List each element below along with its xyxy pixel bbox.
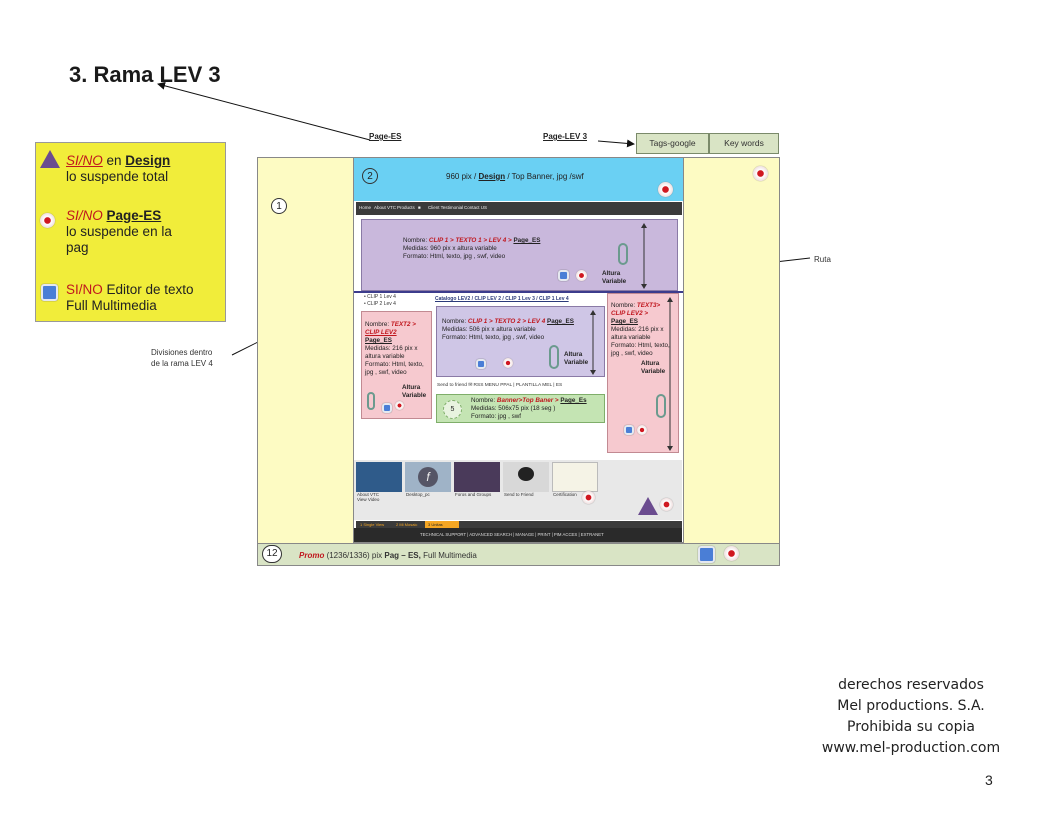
- record-icon[interactable]: [40, 213, 55, 228]
- banner-record-icon[interactable]: [658, 182, 673, 197]
- footer-record-icon[interactable]: [724, 546, 739, 561]
- key-words-button[interactable]: Key words: [709, 133, 779, 154]
- purple-content-box: Nombre: CLIP 1 > TEXTO 1 > LEV 4 > Page_…: [361, 219, 678, 291]
- timer-badge: 5: [443, 400, 462, 419]
- height-arrow-icon: [590, 310, 596, 375]
- mockup-bottom-bar: TECHNICAL SUPPORT | ADVANCED SEARCH | MA…: [354, 528, 682, 542]
- strip-record-icon[interactable]: [582, 491, 595, 504]
- thumbnail-certification[interactable]: [552, 462, 598, 492]
- clip-list: • CLIP 1 Lev 4 • CLIP 2 Lev 4: [364, 294, 396, 307]
- nav-testimonial[interactable]: Client Testimonial: [428, 205, 464, 210]
- thumbnail-about[interactable]: [356, 462, 402, 492]
- section-number-1: 1: [271, 198, 287, 214]
- green-banner-box: 5 Nombre: Banner>Top Baner > Page_Es Med…: [436, 394, 605, 423]
- share-row[interactable]: Send to friend ✉ RSS MENU PPAL | PLANTIL…: [437, 383, 563, 388]
- section-number-2: 2: [362, 168, 378, 184]
- nav-contact[interactable]: Contact US: [464, 205, 488, 210]
- nav-square-icon[interactable]: ■: [418, 205, 421, 210]
- strip-record-icon-2[interactable]: [660, 498, 673, 511]
- webcam-icon: [518, 467, 534, 481]
- thumbnail-send[interactable]: [503, 462, 549, 492]
- copyright-block: derechos reservados Mel productions. S.A…: [821, 677, 1001, 756]
- breadcrumb[interactable]: Catalogo LEV2 / CLIP LEV 2 / CLIP 1 Lev …: [435, 296, 569, 302]
- promo-footer-bar: Promo (1236/1336) pix Pag – ES, Full Mul…: [257, 543, 780, 566]
- editor-icon[interactable]: [41, 284, 58, 301]
- arrow-page-es: [157, 81, 371, 141]
- legend-item-page: SI/NO Page-ES lo suspende en la pag: [66, 208, 172, 255]
- mockup-navbar: Home About VTC Products ■ Client Testimo…: [356, 202, 682, 215]
- thumbnail-strip: About VTC View Video f Desktop_pc Foros …: [354, 460, 682, 520]
- page-lev3-link[interactable]: Page-LEV 3: [543, 132, 588, 141]
- slide-title: 3. Rama LEV 3: [69, 62, 221, 87]
- annotation-ruta: Ruta: [814, 255, 831, 264]
- design-triangle-icon[interactable]: [638, 497, 658, 515]
- arrow-page-lev3: [597, 139, 635, 148]
- design-triangle-icon: [40, 150, 60, 168]
- thumbnail-desktop[interactable]: f: [405, 462, 451, 492]
- right-pink-box: Nombre: TEXT3> CLIP LEV2 > Page_ES Medid…: [607, 293, 679, 453]
- paperclip-icon: [549, 345, 559, 369]
- section-number-12: 12: [262, 545, 282, 563]
- paperclip-icon: [656, 394, 666, 418]
- legend-box: SI/NO en Design lo suspende total SI/NO …: [35, 142, 226, 322]
- height-arrow-icon: [641, 223, 647, 289]
- top-banner: 2 960 pix / Design / Top Banner, jpg /sw…: [354, 158, 683, 201]
- flash-icon: f: [418, 467, 438, 487]
- tabs-bar: 1 Single View 2 Mi Mosaic 3 Unitas: [356, 521, 682, 528]
- left-editor-icon[interactable]: [382, 403, 392, 413]
- annotation-divisiones: Divisiones dentro de la rama LEV 4: [151, 348, 213, 368]
- left-record-icon[interactable]: [395, 401, 404, 410]
- left-pink-box: Nombre: TEXT2 > CLIP LEV2 Page_ES Medida…: [361, 311, 432, 419]
- paperclip-icon: [618, 243, 628, 265]
- page-number: 3: [985, 772, 993, 788]
- legend-item-editor: SI/NO Editor de texto Full Multimedia: [66, 282, 194, 313]
- right-record-icon[interactable]: [637, 425, 647, 435]
- height-arrow-icon: [667, 297, 673, 451]
- legend-item-design: SI/NO en Design lo suspende total: [66, 153, 171, 184]
- center-editor-icon[interactable]: [476, 359, 486, 369]
- nav-about[interactable]: About VTC: [374, 205, 397, 210]
- center-content-box: Nombre: CLIP 1 > TEXTO 2 > LEV 4 Page_ES…: [436, 306, 605, 377]
- divider-line: [354, 291, 683, 293]
- purple-editor-icon[interactable]: [558, 270, 569, 281]
- banner-caption: 960 pix / Design / Top Banner, jpg /swf: [446, 172, 584, 181]
- outer-record-icon[interactable]: [753, 166, 768, 181]
- paperclip-icon: [367, 392, 375, 410]
- nav-products[interactable]: Products: [397, 205, 415, 210]
- thumbnail-foros[interactable]: [454, 462, 500, 492]
- nav-home[interactable]: Home: [359, 205, 372, 210]
- right-editor-icon[interactable]: [624, 425, 634, 435]
- footer-editor-icon[interactable]: [698, 546, 715, 563]
- tags-google-button[interactable]: Tags-google: [636, 133, 709, 154]
- purple-record-icon[interactable]: [576, 270, 587, 281]
- center-record-icon[interactable]: [503, 358, 513, 368]
- page-es-link[interactable]: Page-ES: [369, 132, 402, 141]
